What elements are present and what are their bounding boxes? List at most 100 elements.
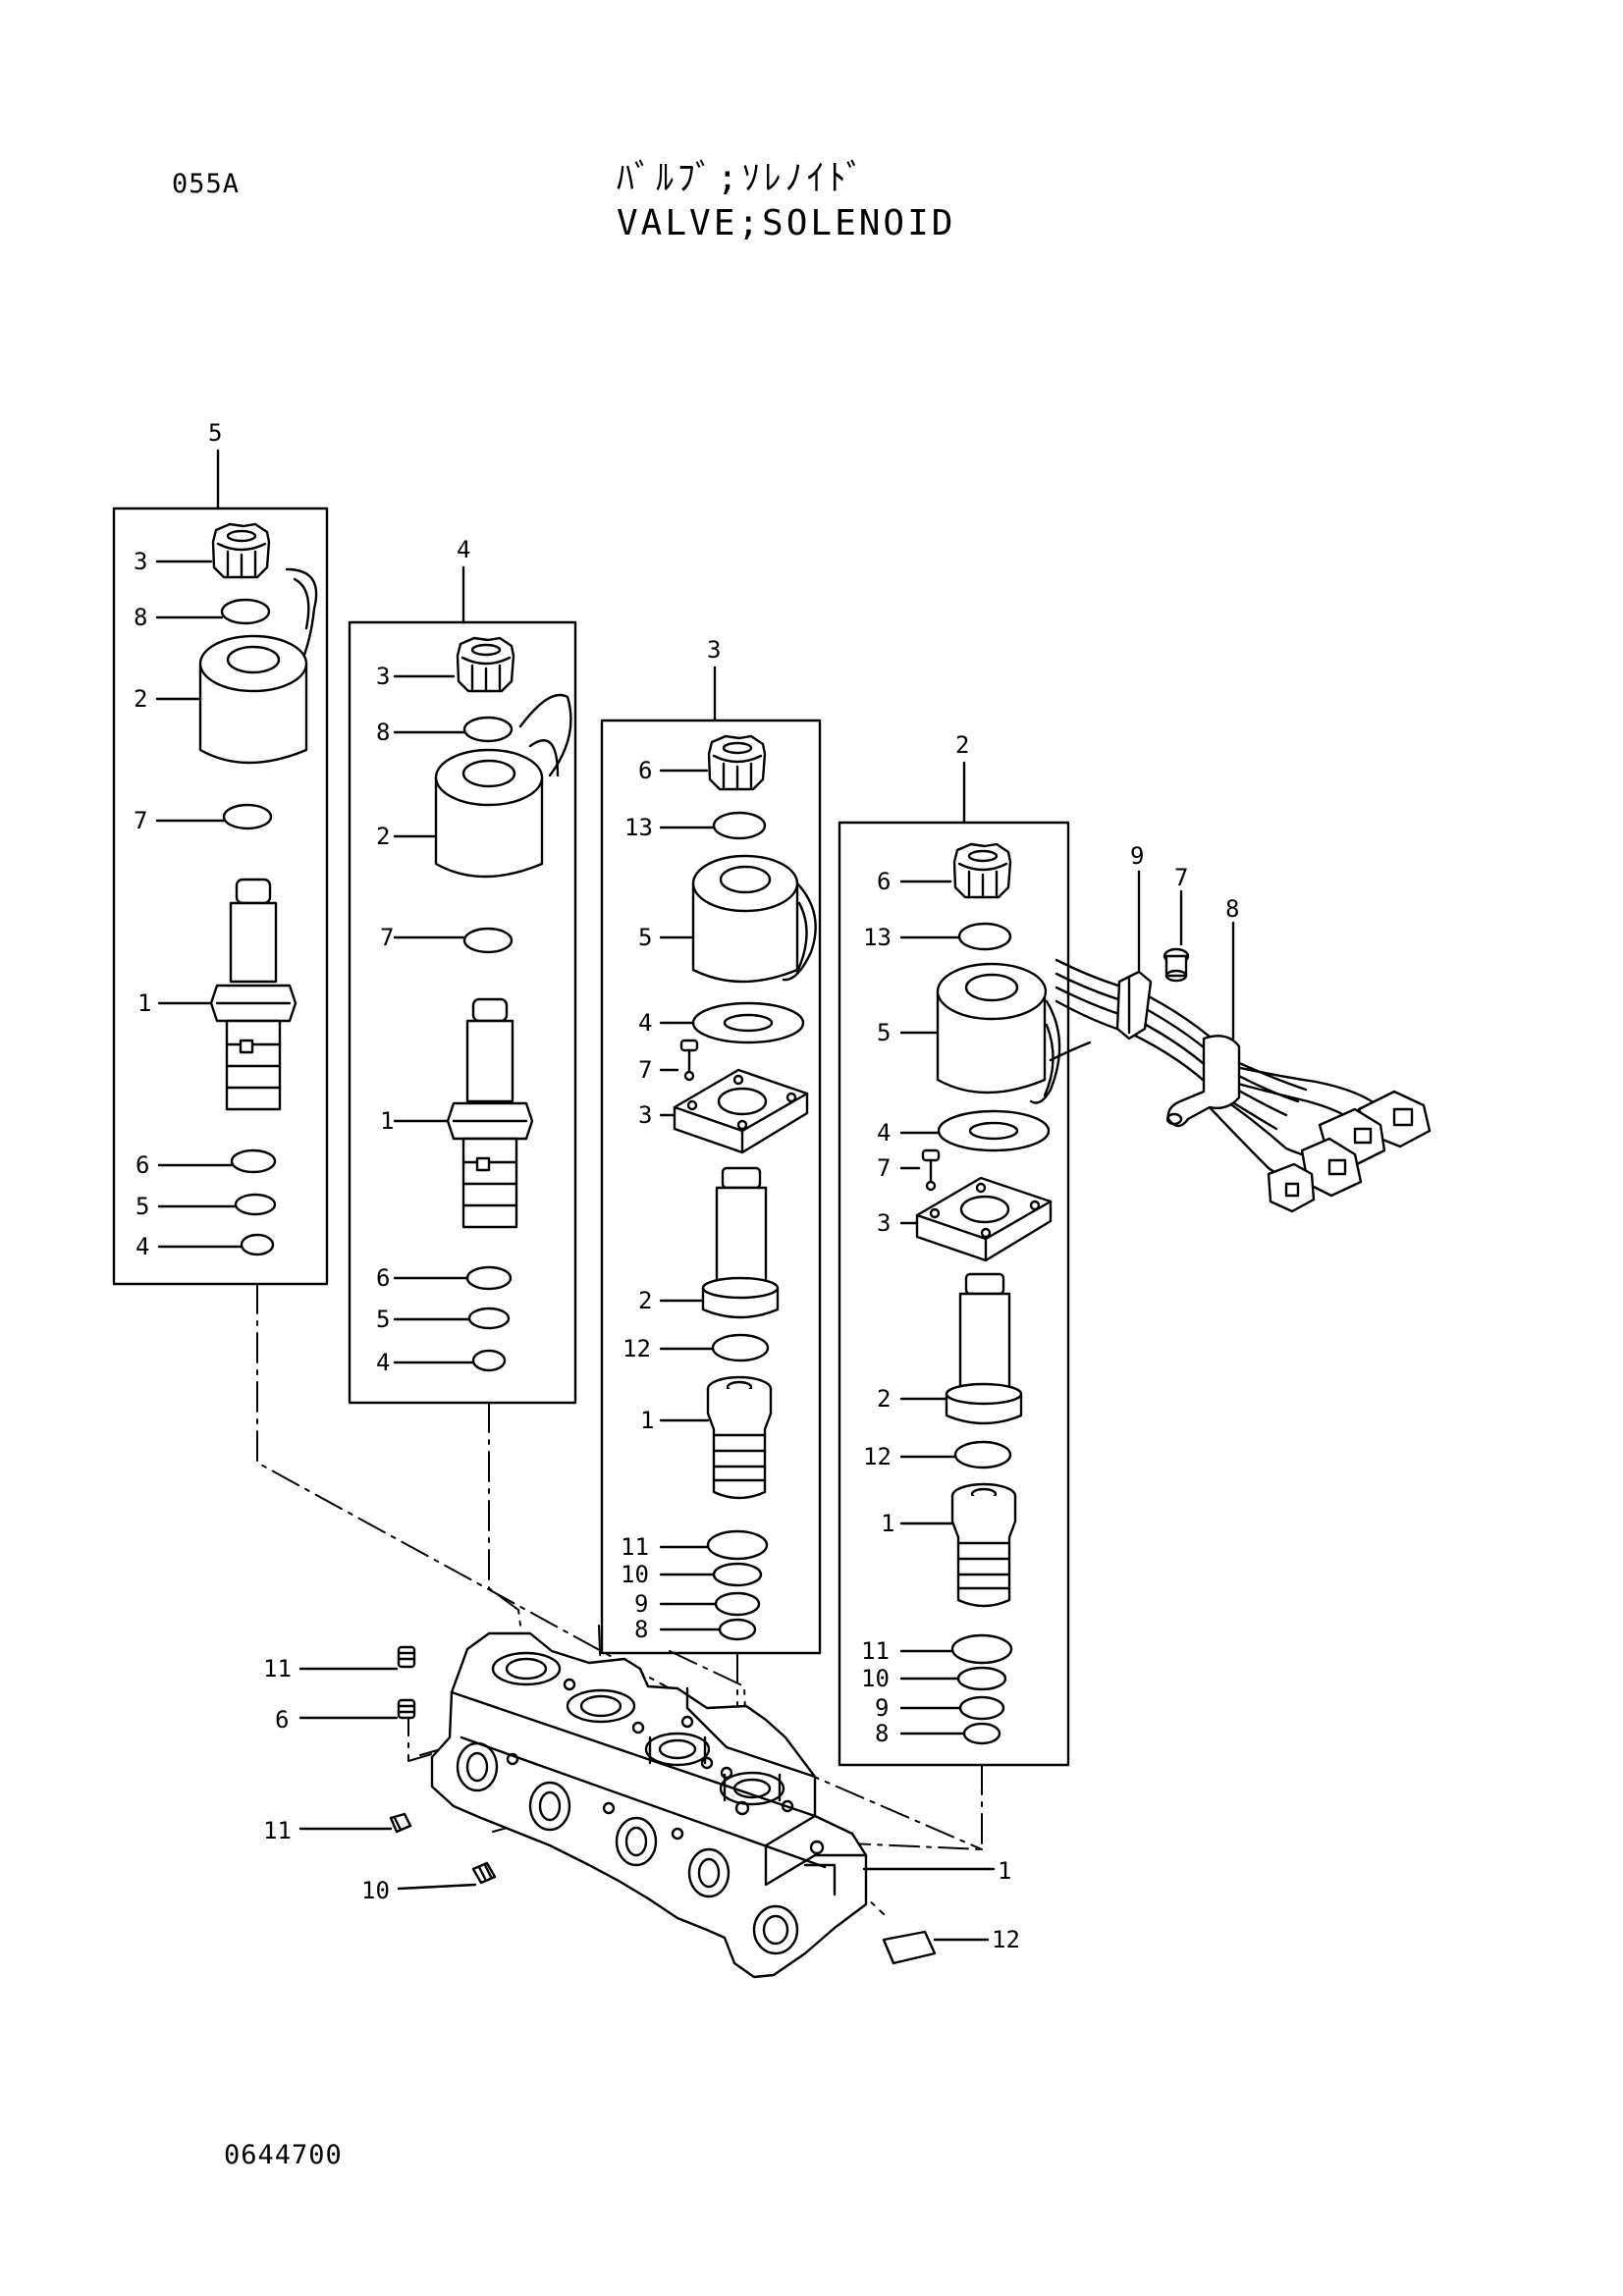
ring-icon <box>962 1722 1001 1745</box>
washer-icon <box>937 1109 1051 1152</box>
part-label: 1 <box>640 1407 654 1434</box>
o-ring-icon <box>706 1529 769 1561</box>
o-ring-icon <box>234 1193 277 1216</box>
o-ring-icon <box>222 803 273 830</box>
part-label: 7 <box>134 807 147 834</box>
part-label: 4 <box>877 1119 891 1147</box>
assembly-5-labels: 3 8 2 7 1 6 5 4 <box>134 548 151 1260</box>
part-label: 5 <box>638 924 652 951</box>
screw-icon <box>921 1148 941 1192</box>
screw-icon <box>679 1039 699 1082</box>
assembly-2-leaders <box>899 880 966 1735</box>
part-label: 4 <box>638 1009 652 1037</box>
connector-icon <box>1300 1137 1363 1198</box>
coil-icon <box>691 854 817 984</box>
cartridge-icon <box>209 878 298 1111</box>
part-label: 11 <box>263 1655 292 1682</box>
assembly-4-box <box>348 620 577 1405</box>
tube-icon <box>701 1166 780 1319</box>
nut-icon <box>952 842 1012 899</box>
part-label: 7 <box>638 1056 652 1084</box>
washer-icon <box>691 1001 805 1044</box>
plug-icon <box>471 1861 497 1885</box>
valve-body: 11 6 11 10 1 12 <box>263 1631 1020 1979</box>
assembly-4-labels: 3 8 2 7 1 6 5 4 <box>376 663 394 1376</box>
part-label: 3 <box>638 1101 652 1129</box>
coil-icon <box>434 693 572 879</box>
part-label: 3 <box>376 663 390 690</box>
assembly-3-labels: 6 13 5 4 7 3 2 12 1 11 10 9 8 <box>621 757 654 1643</box>
part-label: 6 <box>877 868 891 895</box>
part-label: 12 <box>622 1335 651 1362</box>
clamp-icon <box>1165 1035 1241 1128</box>
part-label: 6 <box>275 1706 289 1734</box>
o-ring-icon <box>957 922 1012 951</box>
part-label: 11 <box>621 1533 649 1561</box>
drawing-number: 0644700 <box>224 2140 343 2170</box>
page-code: 055A <box>172 169 241 199</box>
title-english: VALVE;SOLENOID <box>617 203 956 243</box>
part-label: 2 <box>877 1385 891 1413</box>
part-label: 2 <box>134 685 147 713</box>
ring-icon <box>718 1618 757 1641</box>
part-label: 12 <box>992 1926 1020 1953</box>
connector-icon <box>1267 1162 1316 1213</box>
spool-icon <box>950 1482 1017 1608</box>
assembly-4-leaders <box>393 674 475 1364</box>
coil-icon <box>198 567 318 765</box>
part-label: 6 <box>135 1151 149 1179</box>
ring-icon <box>958 1695 1005 1721</box>
part-label: 1 <box>137 989 151 1017</box>
assembly-5-leaders <box>155 560 243 1249</box>
assembly-3-callout: 3 <box>707 636 721 664</box>
part-label: 1 <box>881 1510 894 1537</box>
coil-icon <box>936 962 1061 1104</box>
o-ring-icon <box>462 927 514 954</box>
ring-icon <box>714 1591 761 1617</box>
part-label: 1 <box>998 1857 1011 1885</box>
o-ring-icon <box>467 1307 511 1330</box>
part-label: 2 <box>638 1287 652 1314</box>
part-label: 5 <box>877 1019 891 1046</box>
ring-icon <box>712 1562 763 1587</box>
title-japanese: ﾊﾞﾙﾌﾞ;ｿﾚﾉｲﾄﾞ <box>617 158 868 198</box>
nut-icon <box>707 734 767 791</box>
o-ring-icon <box>240 1233 275 1256</box>
o-ring-icon <box>220 598 271 625</box>
part-label: 10 <box>361 1877 390 1904</box>
part-label: 13 <box>863 924 892 951</box>
o-ring-icon <box>471 1349 507 1372</box>
part-label: 8 <box>376 719 390 746</box>
spool-icon <box>706 1375 773 1500</box>
nut-icon <box>211 522 271 579</box>
o-ring-icon <box>711 1333 770 1362</box>
part-label: 3 <box>134 548 147 575</box>
part-label: 11 <box>263 1817 292 1844</box>
plug-icon <box>397 1698 416 1720</box>
nameplate-icon <box>882 1930 937 1965</box>
plate-icon <box>915 1176 1053 1262</box>
tube-icon <box>945 1272 1023 1425</box>
part-label: 4 <box>376 1349 390 1376</box>
assembly-3-box <box>600 719 822 1655</box>
part-label: 9 <box>875 1694 889 1722</box>
part-label: 7 <box>877 1154 891 1182</box>
cartridge-icon <box>446 997 534 1229</box>
assembly-4-callout: 4 <box>457 536 470 563</box>
assembly-2-callout: 2 <box>955 731 969 759</box>
part-label: 6 <box>638 757 652 784</box>
part-label: 5 <box>135 1193 149 1220</box>
screw-icon <box>1163 947 1190 983</box>
o-ring-icon <box>465 1265 513 1291</box>
assembly-3: 3 <box>600 636 822 1655</box>
part-label: 1 <box>380 1107 394 1135</box>
o-ring-icon <box>953 1440 1012 1469</box>
part-label: 8 <box>134 604 147 631</box>
part-label: 8 <box>634 1616 648 1643</box>
part-label: 11 <box>861 1637 890 1665</box>
part-label: 3 <box>877 1209 891 1237</box>
part-label: 2 <box>376 823 390 850</box>
assembly-5: 5 <box>112 419 329 1286</box>
part-label: 8 <box>875 1720 889 1747</box>
